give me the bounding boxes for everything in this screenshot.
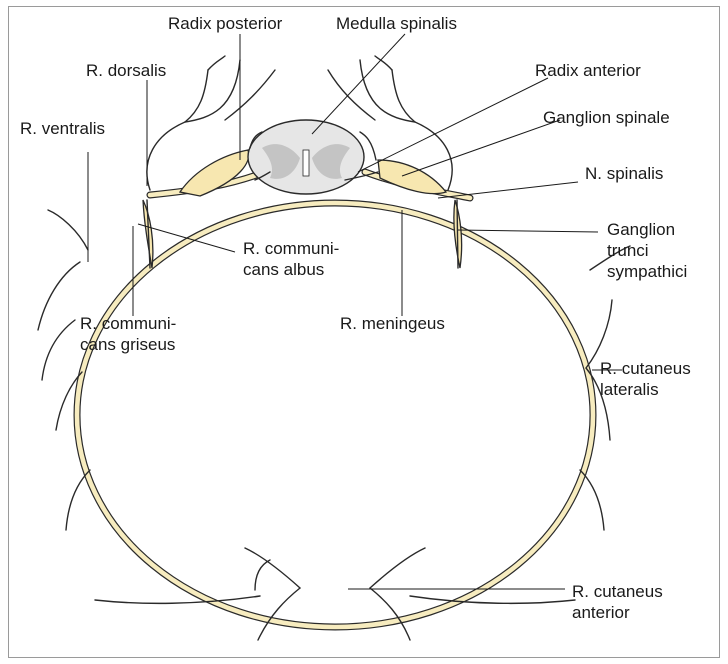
label-ganglion-trunci-line1: Ganglion — [607, 219, 687, 240]
label-r-communicans-albus: R. communi- cans albus — [243, 238, 339, 280]
ganglion-spinale-left — [180, 150, 249, 196]
label-ganglion-trunci-line3: sympathici — [607, 261, 687, 282]
label-r-cutaneus-anterior: R. cutaneus anterior — [572, 581, 663, 623]
label-medulla-spinalis: Medulla spinalis — [336, 13, 457, 34]
label-r-meningeus: R. meningeus — [340, 313, 445, 334]
label-r-cutaneus-anterior-line1: R. cutaneus — [572, 581, 663, 602]
label-radix-posterior: Radix posterior — [168, 13, 282, 34]
label-r-communicans-albus-line1: R. communi- — [243, 238, 339, 259]
label-r-communicans-griseus-line1: R. communi- — [80, 313, 176, 334]
label-r-cutaneus-lateralis: R. cutaneus lateralis — [600, 358, 691, 400]
label-r-cutaneus-lateralis-line1: R. cutaneus — [600, 358, 691, 379]
label-r-ventralis: R. ventralis — [20, 118, 105, 139]
label-r-communicans-griseus-line2: cans griseus — [80, 334, 176, 355]
label-ganglion-spinale: Ganglion spinale — [543, 107, 670, 128]
spinal-cord — [248, 120, 364, 194]
label-r-dorsalis: R. dorsalis — [86, 60, 166, 81]
label-ganglion-trunci-sympathici: Ganglion trunci sympathici — [607, 219, 687, 282]
label-radix-anterior: Radix anterior — [535, 60, 641, 81]
ganglion-spinale-right — [378, 160, 446, 194]
label-r-communicans-albus-line2: cans albus — [243, 259, 339, 280]
label-r-cutaneus-anterior-line2: anterior — [572, 602, 663, 623]
label-n-spinalis: N. spinalis — [585, 163, 663, 184]
label-r-communicans-griseus: R. communi- cans griseus — [80, 313, 176, 355]
leader-lines — [88, 34, 622, 589]
label-ganglion-trunci-line2: trunci — [607, 240, 687, 261]
label-r-cutaneus-lateralis-line2: lateralis — [600, 379, 691, 400]
